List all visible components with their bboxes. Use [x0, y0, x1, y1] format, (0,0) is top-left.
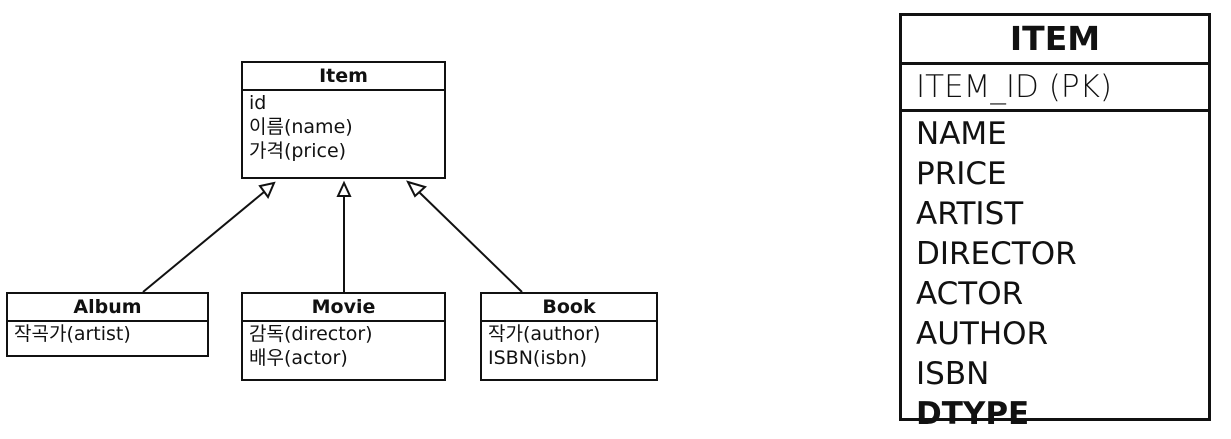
uml-attribute: 작곡가(artist) — [14, 323, 131, 345]
album-inherits-line — [142, 191, 265, 293]
uml-attribute: ISBN(isbn) — [488, 347, 588, 369]
uml-attribute: 이름(name) — [249, 116, 353, 138]
album-inherits-arrowhead — [258, 181, 276, 200]
erd-column: ARTIST — [916, 196, 1024, 232]
movie-inherits-arrowhead — [336, 180, 352, 197]
uml-class-attributes: 작곡가(artist) — [8, 322, 207, 346]
erd-column-list: NAME PRICE ARTIST DIRECTOR ACTOR AUTHOR … — [902, 112, 1208, 434]
uml-class-title: Item — [243, 63, 444, 91]
uml-class-attributes: 감독(director) 배우(actor) — [243, 322, 444, 370]
uml-class-title: Book — [482, 294, 656, 322]
uml-class-attributes: 작가(author) ISBN(isbn) — [482, 322, 656, 370]
uml-class-album: Album 작곡가(artist) — [6, 292, 209, 357]
uml-class-book: Book 작가(author) ISBN(isbn) — [480, 292, 658, 381]
uml-attribute: 감독(director) — [249, 323, 373, 345]
erd-discriminator-column: DTYPE — [916, 396, 1030, 432]
book-inherits-arrowhead — [406, 180, 427, 198]
erd-column: ACTOR — [916, 276, 1024, 312]
uml-class-movie: Movie 감독(director) 배우(actor) — [241, 292, 446, 381]
uml-class-title: Movie — [243, 294, 444, 322]
erd-column: ISBN — [916, 356, 990, 392]
uml-class-attributes: id 이름(name) 가격(price) — [243, 91, 444, 163]
uml-attribute: 가격(price) — [249, 140, 347, 162]
erd-column: NAME — [916, 116, 1007, 152]
uml-class-title: Album — [8, 294, 207, 322]
erd-column: AUTHOR — [916, 316, 1049, 352]
erd-table-name: ITEM — [902, 16, 1208, 65]
erd-column: PRICE — [916, 156, 1007, 192]
book-inherits-line — [418, 191, 523, 293]
erd-column: DIRECTOR — [916, 236, 1077, 272]
uml-attribute: 배우(actor) — [249, 347, 348, 369]
uml-attribute: id — [249, 92, 267, 114]
uml-class-item: Item id 이름(name) 가격(price) — [241, 61, 446, 179]
erd-primary-key: ITEM_ID (PK) — [902, 65, 1208, 112]
uml-attribute: 작가(author) — [488, 323, 601, 345]
erd-table-item: ITEM ITEM_ID (PK) NAME PRICE ARTIST DIRE… — [899, 13, 1211, 432]
